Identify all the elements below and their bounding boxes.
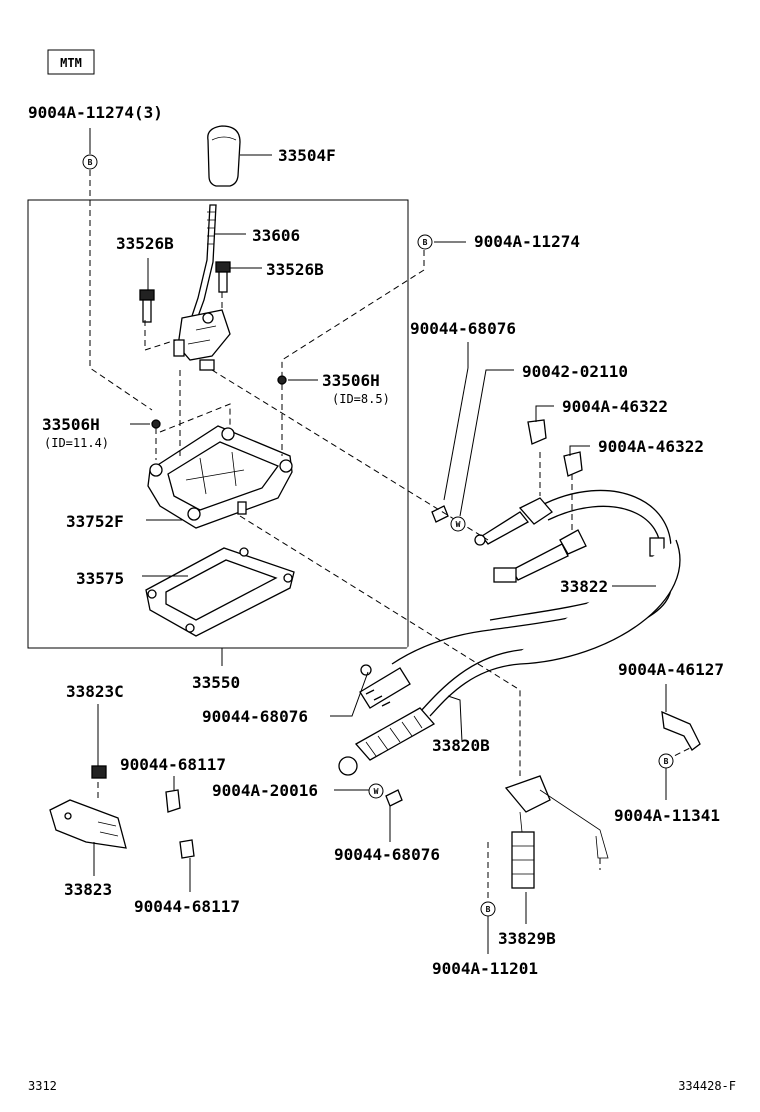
clip-68076-top <box>431 505 449 523</box>
label-33526b-left: 33526B <box>116 234 174 253</box>
label-9004a-46322-a: 9004A-46322 <box>562 397 668 416</box>
bolt-marker-text: B <box>486 905 491 914</box>
label-90044-68117-b: 90044-68117 <box>134 897 240 916</box>
bolt-33823c <box>91 765 107 779</box>
bolt-marker-text: B <box>423 238 428 247</box>
label-33506h-left-id: (ID=11.4) <box>44 436 109 450</box>
clip-46322-b <box>563 451 583 477</box>
dashed-guides <box>89 170 691 902</box>
bolt-33526b-right <box>215 261 231 293</box>
bolt-marker: B <box>658 753 674 769</box>
label-33823: 33823 <box>64 880 112 899</box>
footer-left: 3312 <box>28 1079 57 1093</box>
bolt-marker: B <box>480 901 496 917</box>
cable-33822 <box>391 489 672 665</box>
label-33606: 33606 <box>252 226 300 245</box>
label-33506h-right-id: (ID=8.5) <box>332 392 390 406</box>
footer-right: 334428-F <box>678 1079 736 1093</box>
lever-housing <box>147 425 293 529</box>
label-90044-68076-top: 90044-68076 <box>410 319 516 338</box>
label-9004a-20016: 9004A-20016 <box>212 781 318 800</box>
bolt-marker-text: B <box>664 757 669 766</box>
label-9004a-11274-3: 9004A-11274(3) <box>28 103 163 122</box>
label-33823c: 33823C <box>66 682 124 701</box>
label-33820b: 33820B <box>432 736 490 755</box>
label-33550: 33550 <box>192 673 240 692</box>
bolt-33526b-left <box>139 289 155 323</box>
bracket-33823 <box>49 799 127 849</box>
bolt-marker-text: B <box>88 158 93 167</box>
clip-46322-a <box>527 419 547 445</box>
clip-68117-b <box>179 839 195 859</box>
label-33822: 33822 <box>560 577 608 596</box>
leader-lines <box>89 128 667 954</box>
label-33526b-right: 33526B <box>266 260 324 279</box>
shift-lever <box>173 204 231 371</box>
bushing-right <box>277 375 287 385</box>
label-90044-68117-a: 90044-68117 <box>120 755 226 774</box>
gasket <box>145 547 295 637</box>
washer-marker-text: W <box>374 787 379 796</box>
label-33506h-right: 33506H <box>322 371 380 390</box>
label-33506h-left: 33506H <box>42 415 100 434</box>
clip-46127 <box>661 710 701 751</box>
washer-marker: W <box>450 516 466 532</box>
shift-knob <box>207 125 241 187</box>
label-33504f: 33504F <box>278 146 336 165</box>
label-33829b: 33829B <box>498 929 556 948</box>
label-9004a-11201: 9004A-11201 <box>432 959 538 978</box>
label-90044-68076-mid: 90044-68076 <box>202 707 308 726</box>
label-9004a-46322-b: 9004A-46322 <box>598 437 704 456</box>
bushing-left <box>151 419 161 429</box>
bracket-33829b <box>504 775 609 889</box>
bolt-marker: B <box>82 154 98 170</box>
assembly-box <box>27 199 409 649</box>
cable-33820b <box>338 539 681 776</box>
label-90042-02110: 90042-02110 <box>522 362 628 381</box>
mtm-badge: MTM <box>47 49 95 75</box>
part-labels: 9004A-11274(3) 33504F 33606 33526B 33526… <box>28 103 724 978</box>
label-9004a-11274: 9004A-11274 <box>474 232 580 251</box>
label-90044-68076-bot: 90044-68076 <box>334 845 440 864</box>
label-33752f: 33752F <box>66 512 124 531</box>
washer-marker: W <box>368 783 384 799</box>
washer-marker-text: W <box>456 520 461 529</box>
bolt-marker: B <box>417 234 433 250</box>
clip-68076-bot <box>385 789 403 807</box>
mtm-badge-text: MTM <box>60 56 82 70</box>
label-33575: 33575 <box>76 569 124 588</box>
clip-68117-a <box>165 789 181 813</box>
label-9004a-46127: 9004A-46127 <box>618 660 724 679</box>
label-9004a-11341: 9004A-11341 <box>614 806 720 825</box>
